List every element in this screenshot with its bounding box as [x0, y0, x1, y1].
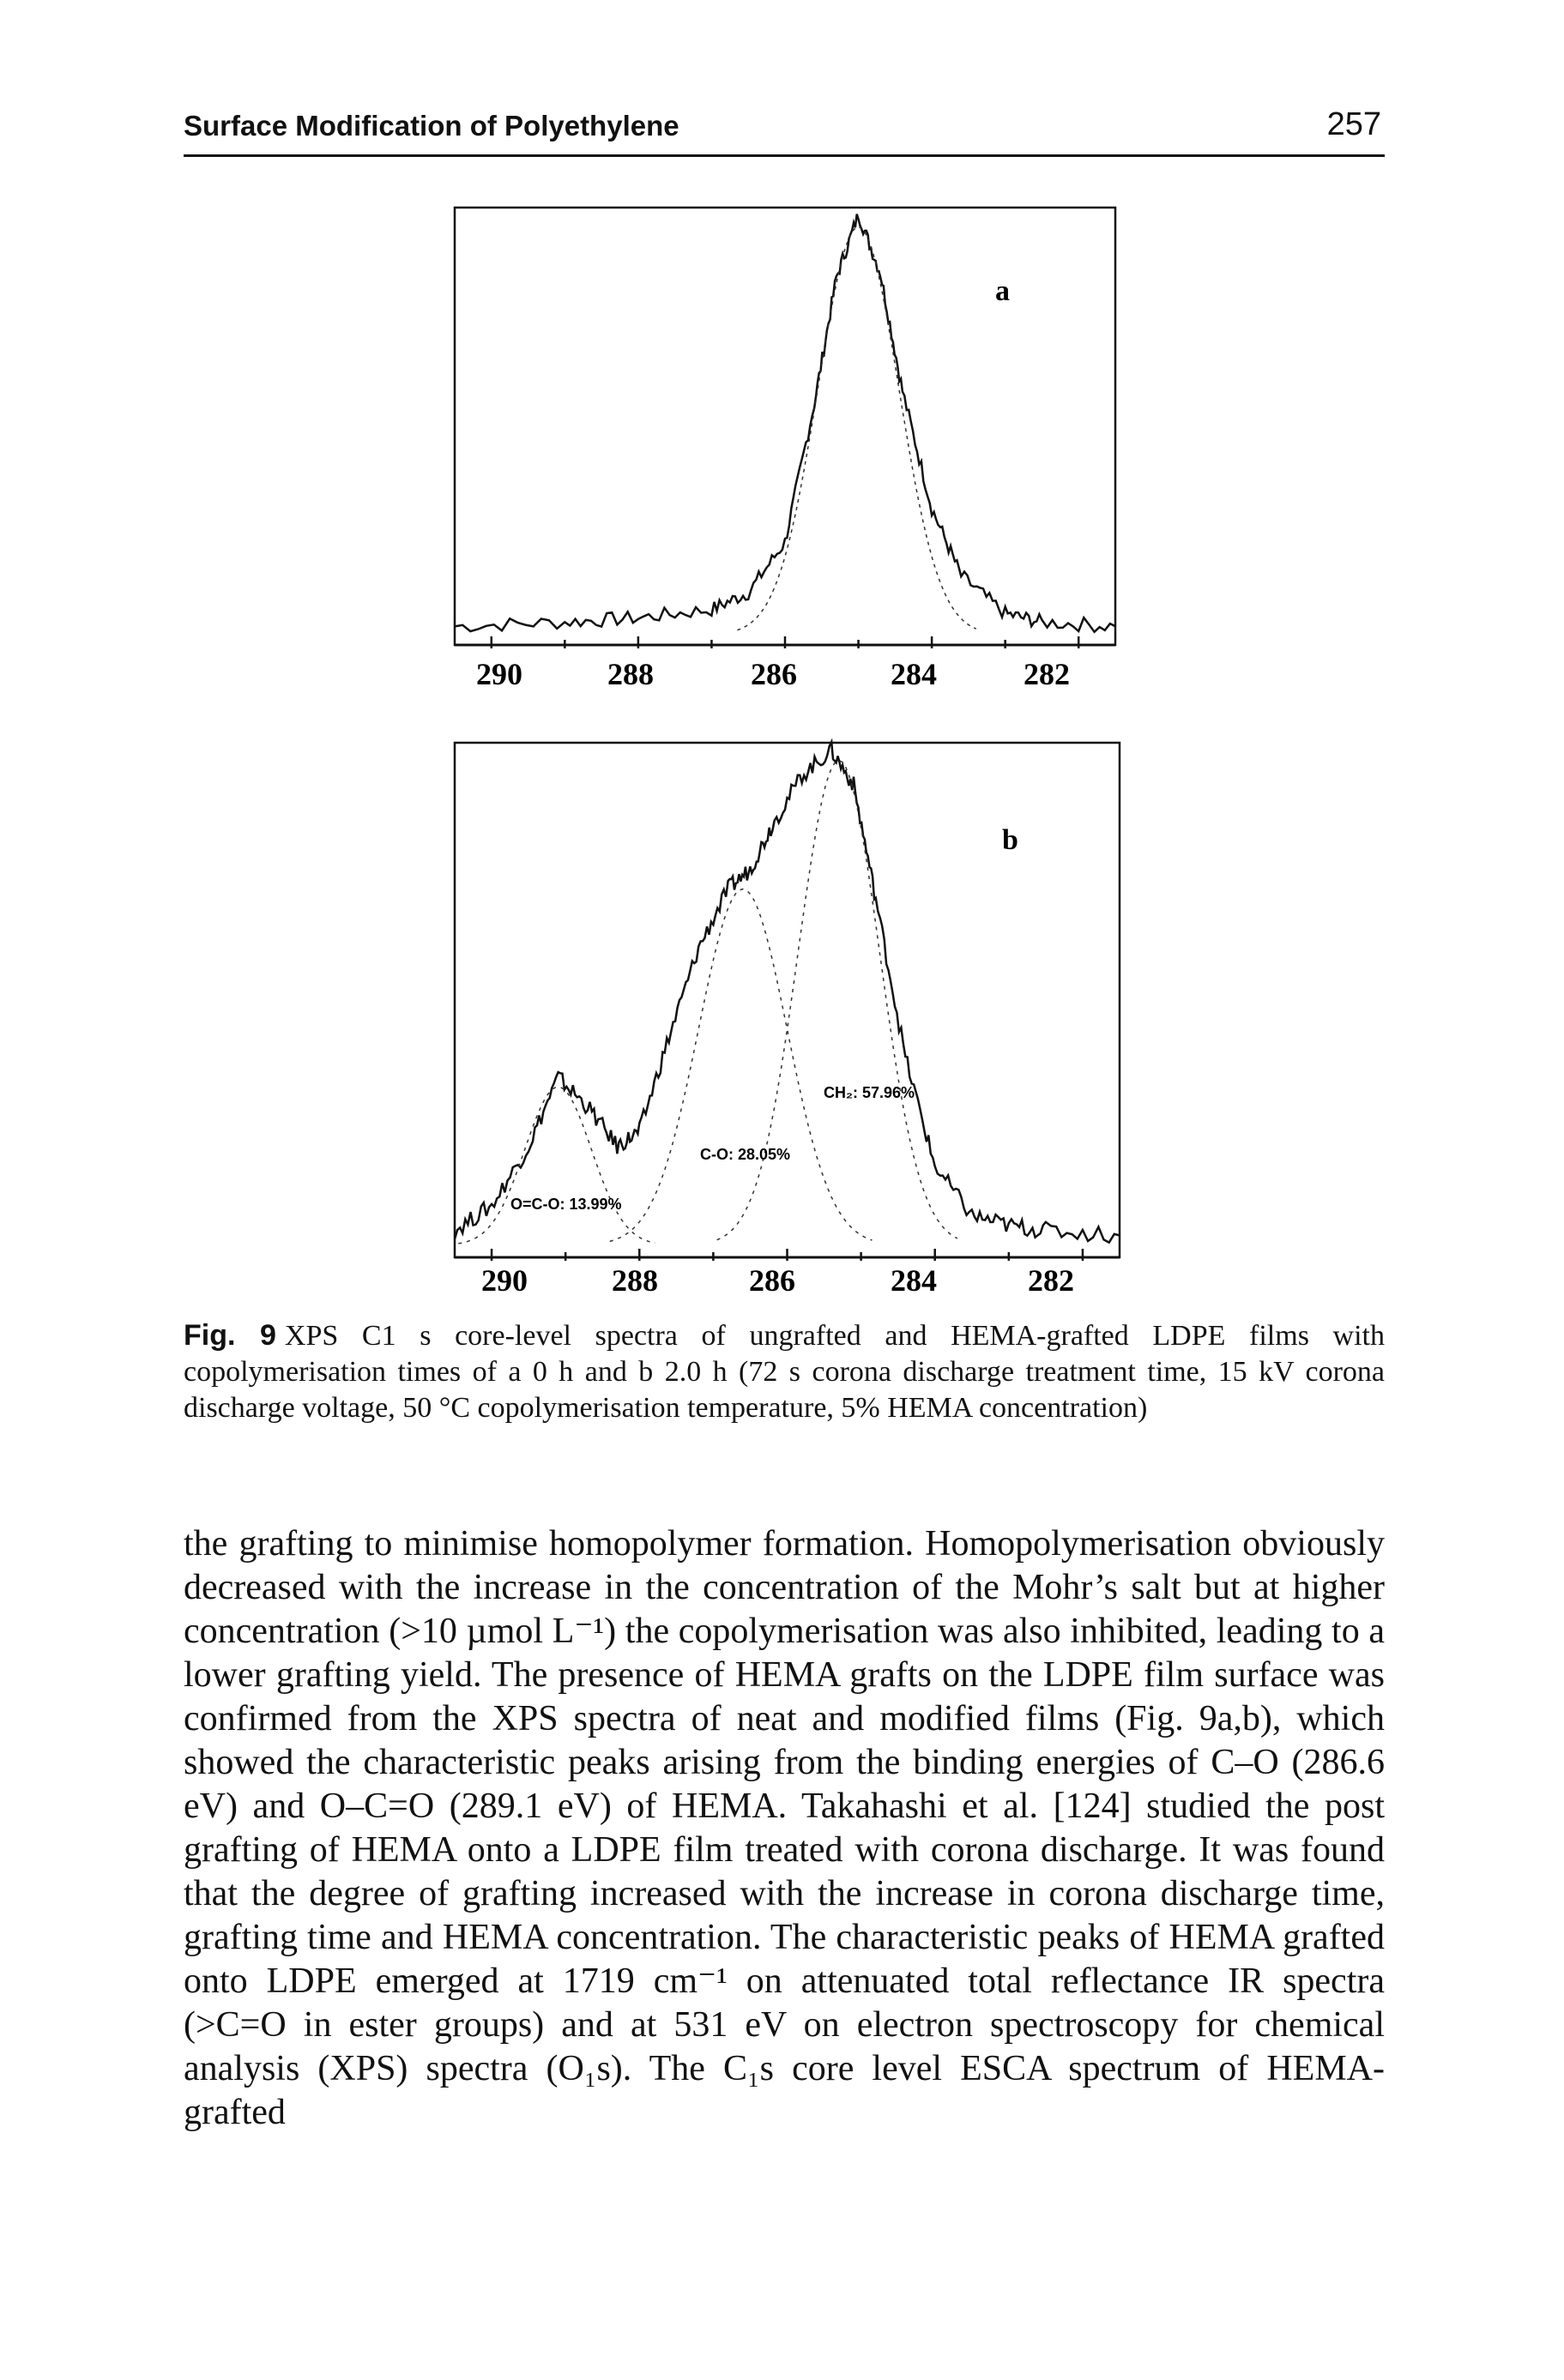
panel-b-frame	[453, 741, 1121, 1259]
figure-9: a 290 288 286 284 282 b CH₂: 57.96% C-O:…	[446, 197, 1132, 1312]
panel-a-spectrum-line	[454, 214, 1116, 634]
panel-b-annotation-co: C-O: 28.05%	[700, 1146, 790, 1163]
page-header: Surface Modification of Polyethylene 257	[184, 101, 1385, 157]
panel-b-tick-label: 288	[612, 1263, 658, 1298]
panel-b-fit-ch2	[716, 759, 958, 1241]
page-number: 257	[1326, 106, 1381, 142]
panel-b-tick-label: 282	[1028, 1263, 1074, 1298]
panel-a-fit-curve	[737, 226, 977, 631]
panel-a-tick-label: 288	[607, 657, 654, 691]
panel-a-label: a	[995, 275, 1010, 307]
panel-b-fit-co	[609, 888, 873, 1243]
figure-caption-label: Fig. 9	[184, 1319, 276, 1352]
panel-b-tick-label: 284	[891, 1263, 937, 1298]
panel-b-spectrum-line	[453, 738, 1120, 1244]
panel-a-tick-label: 286	[751, 657, 797, 691]
body-text: the grafting to minimise homopolymer for…	[184, 1522, 1385, 2135]
panel-b-annotation-ch2: CH₂: 57.96%	[824, 1084, 915, 1101]
panel-b-tick-label: 286	[749, 1263, 795, 1298]
panel-a-tick-label: 290	[476, 657, 522, 691]
panel-b-fit-ocoo	[458, 1086, 655, 1244]
figure-caption-text: XPS C1 s core-level spectra of ungrafted…	[184, 1320, 1385, 1424]
panel-a: a 290 288 286 284 282	[453, 206, 1117, 691]
running-title: Surface Modification of Polyethylene	[184, 110, 679, 142]
panel-b-annotation-ocoo: O=C-O: 13.99%	[510, 1196, 622, 1213]
panel-b-ticks	[490, 1249, 1084, 1261]
body-paragraph: the grafting to minimise homopolymer for…	[184, 1524, 1385, 2132]
panel-b-label: b	[1002, 824, 1018, 856]
panel-a-frame	[453, 206, 1117, 647]
panel-b: b CH₂: 57.96% C-O: 28.05% O=C-O: 13.99% …	[453, 738, 1121, 1298]
figure-9-svg: a 290 288 286 284 282 b CH₂: 57.96% C-O:…	[453, 206, 1121, 1298]
panel-a-tick-label: 284	[891, 657, 937, 691]
panel-b-tick-label: 290	[481, 1263, 528, 1298]
panel-a-ticks	[490, 636, 1080, 648]
panel-a-tick-label: 282	[1024, 657, 1070, 691]
